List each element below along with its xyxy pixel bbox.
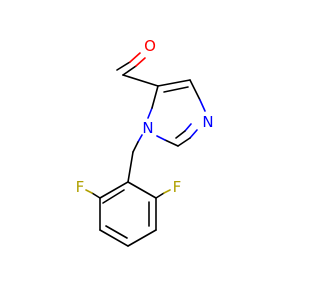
atom-fluorine-right: F — [173, 178, 182, 196]
bond-b2-f-part — [85, 189, 93, 194]
atom-oxygen: O — [144, 37, 156, 55]
bond-b1-b2 — [99, 181, 129, 199]
bond-b6-b1 — [127, 181, 157, 199]
atom-n3: N — [202, 113, 213, 131]
bond-n3-c2-inner-n — [184, 123, 192, 132]
bond-n3-c2-inner — [175, 130, 186, 139]
bond-b2-f — [91, 192, 101, 199]
bond-ch2-c1 — [127, 151, 134, 183]
bond-c4-n3 — [189, 79, 201, 101]
bond-b3-b4-inner — [105, 225, 128, 239]
bond-n3-c2 — [177, 137, 191, 147]
bond-b3-b4 — [99, 229, 129, 247]
molecule-canvas: O N N F F — [75, 37, 214, 247]
bond-b6-f — [155, 192, 165, 199]
bond-n1-ch2-n-part — [137, 134, 143, 143]
bond-cho-c5 — [122, 74, 159, 87]
bond-c5-c4-inner — [163, 86, 189, 93]
atom-fluorine-left: F — [76, 178, 85, 196]
structure-svg: O N N F F — [76, 37, 214, 247]
bond-b4-b5 — [127, 229, 157, 247]
bond-c2-n1 — [164, 139, 179, 147]
bond-n1-c5 — [151, 85, 159, 109]
bond-b1-b2-inner — [102, 189, 125, 204]
bond-b6-f-part — [163, 189, 171, 194]
bond-n1-c5-n-part — [147, 107, 153, 119]
bond-n3-c2-n-part — [189, 129, 198, 139]
carbonyl-double-bond — [116, 52, 146, 76]
bond-n1-ch2 — [132, 141, 139, 153]
bond-c5-c4 — [157, 79, 191, 87]
bond-c4-n3-n-part — [199, 99, 206, 112]
atom-n1: N — [142, 119, 153, 137]
bond-c2-n1-n-part — [156, 135, 166, 141]
